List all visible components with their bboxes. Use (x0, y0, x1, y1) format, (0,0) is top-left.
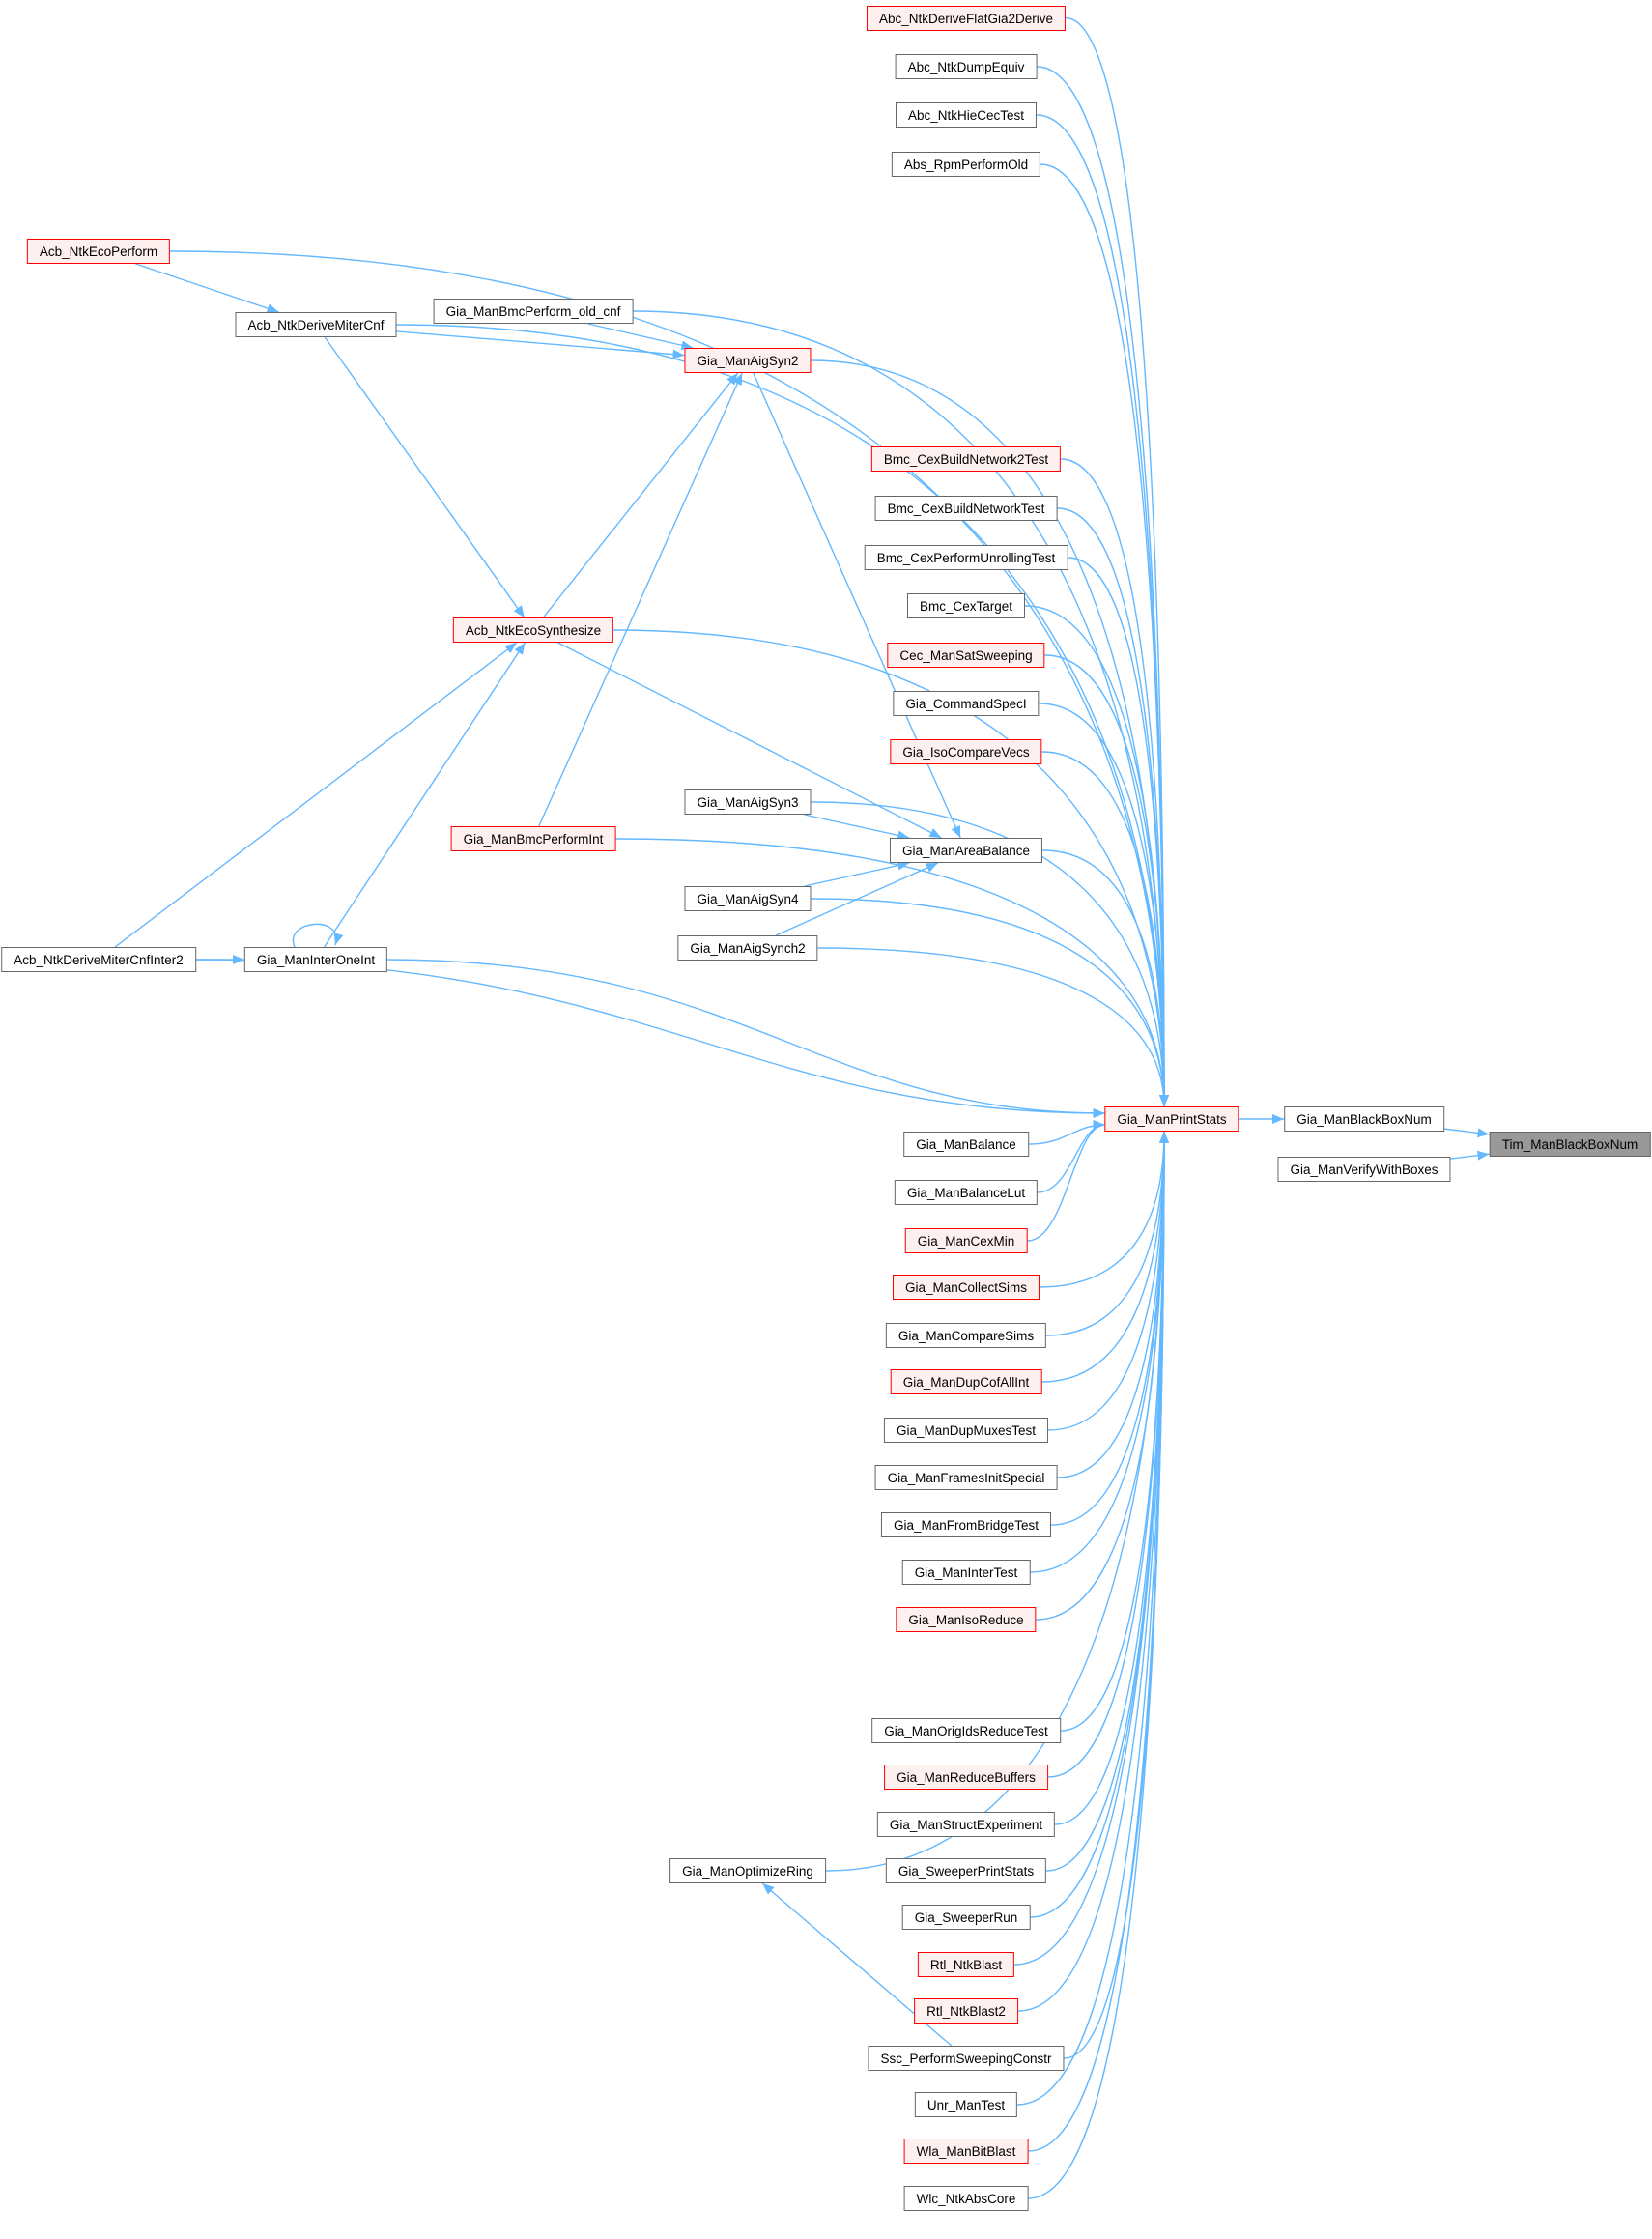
call-edge (1045, 1131, 1169, 1872)
graph-node[interactable]: Gia_ManFromBridgeTest (880, 1512, 1052, 1537)
graph-node[interactable]: Gia_ManCompareSims (885, 1323, 1047, 1348)
call-edge (114, 642, 518, 948)
graph-node[interactable]: Gia_ManDupMuxesTest (883, 1418, 1049, 1443)
graph-node[interactable]: Bmc_CexBuildNetworkTest (874, 496, 1058, 521)
call-edge (1450, 1150, 1490, 1161)
graph-node[interactable]: Gia_ManOptimizeRing (669, 1858, 826, 1883)
call-edge (1443, 1128, 1490, 1138)
graph-node[interactable]: Gia_ManOrigIdsReduceTest (871, 1718, 1061, 1743)
call-edge (1030, 1131, 1169, 1573)
call-edge (1047, 1131, 1169, 1431)
call-edge (542, 372, 739, 618)
graph-node[interactable]: Gia_ManAigSyn4 (684, 886, 812, 911)
graph-node[interactable]: Gia_ManCollectSims (892, 1275, 1040, 1300)
graph-node[interactable]: Gia_ManStructExperiment (876, 1812, 1056, 1837)
graph-node[interactable]: Gia_ManInterTest (901, 1560, 1031, 1585)
call-edge (1057, 507, 1169, 1107)
graph-node[interactable]: Abc_NtkHieCecTest (895, 102, 1038, 128)
call-edge (1050, 1131, 1169, 1526)
graph-node[interactable]: Gia_ManAreaBalance (889, 838, 1043, 863)
graph-node[interactable]: Gia_ManAigSynch2 (677, 935, 818, 961)
call-edge (615, 838, 1169, 1107)
call-edge (1039, 1131, 1169, 1288)
graph-node[interactable]: Gia_ManBalanceLut (894, 1180, 1039, 1205)
graph-node[interactable]: Acb_NtkEcoPerform (26, 239, 171, 264)
call-edge (396, 330, 685, 359)
call-edge (386, 959, 1105, 1118)
graph-node[interactable]: Gia_SweeperRun (901, 1905, 1031, 1930)
call-edge (195, 959, 1105, 1118)
graph-node[interactable]: Abs_RpmPerformOld (891, 152, 1041, 177)
call-edge (324, 336, 526, 618)
call-edge (825, 1131, 1169, 1872)
graph-node[interactable]: Gia_ManIsoReduce (896, 1607, 1037, 1632)
call-edge (396, 324, 1169, 1107)
graph-node[interactable]: Gia_ManCexMin (904, 1228, 1028, 1253)
call-edge (538, 372, 743, 827)
graph-node[interactable]: Gia_CommandSpecI (893, 691, 1040, 716)
call-edge (1065, 16, 1169, 1107)
call-edge (811, 898, 1169, 1107)
call-edge (323, 642, 527, 948)
call-edge (817, 947, 1169, 1107)
call-edge (804, 860, 910, 887)
call-edge (135, 263, 279, 313)
graph-node[interactable]: Bmc_CexTarget (906, 593, 1026, 618)
call-edge (1039, 703, 1169, 1107)
graph-node[interactable]: Acb_NtkEcoSynthesize (452, 617, 614, 643)
call-edge (1036, 114, 1169, 1107)
call-edge (292, 923, 344, 948)
graph-node[interactable]: Wla_ManBitBlast (903, 2139, 1029, 2164)
call-edge (587, 323, 694, 351)
current-function-node: Tim_ManBlackBoxNum (1489, 1132, 1651, 1157)
graph-node[interactable]: Gia_ManBmcPerform_old_cnf (433, 299, 634, 324)
graph-node[interactable]: Gia_ManDupCofAllInt (890, 1369, 1042, 1394)
graph-node[interactable]: Gia_ManBlackBoxNum (1284, 1106, 1444, 1132)
call-edge (1037, 1120, 1105, 1193)
call-edge (1027, 1120, 1105, 1242)
graph-node[interactable]: Gia_ManInterOneInt (243, 947, 388, 972)
graph-node[interactable]: Rtl_NtkBlast (917, 1952, 1015, 1977)
call-edge (1028, 1131, 1169, 2199)
call-edge (804, 814, 910, 841)
graph-node[interactable]: Acb_NtkDeriveMiterCnf (235, 312, 397, 337)
graph-node[interactable]: Acb_NtkDeriveMiterCnfInter2 (1, 947, 196, 972)
graph-node[interactable]: Unr_ManTest (914, 2092, 1018, 2117)
call-edge (1040, 163, 1169, 1107)
graph-node[interactable]: Bmc_CexBuildNetwork2Test (870, 446, 1062, 472)
graph-node[interactable]: Ssc_PerformSweepingConstr (868, 2046, 1065, 2071)
call-edge (612, 629, 1169, 1107)
graph-node[interactable]: Cec_ManSatSweeping (887, 643, 1045, 668)
call-edge (1028, 1120, 1105, 1145)
graph-node[interactable]: Wlc_NtkAbsCore (903, 2186, 1029, 2211)
graph-node[interactable]: Gia_IsoCompareVecs (890, 739, 1042, 764)
graph-node[interactable]: Gia_ManReduceBuffers (884, 1765, 1048, 1790)
graph-node[interactable]: Gia_SweeperPrintStats (885, 1858, 1047, 1883)
call-edge (169, 250, 1169, 1107)
call-edge (1068, 557, 1169, 1107)
graph-node[interactable]: Gia_ManBmcPerformInt (450, 826, 616, 851)
graph-node[interactable]: Abc_NtkDumpEquiv (895, 54, 1038, 79)
call-edge (811, 801, 1169, 1107)
graph-node[interactable]: Gia_ManVerifyWithBoxes (1277, 1157, 1451, 1182)
call-edge (1045, 1131, 1169, 1336)
graph-node[interactable]: Gia_ManBalance (903, 1132, 1029, 1157)
graph-node[interactable]: Gia_ManAigSyn2 (684, 348, 812, 373)
graph-node[interactable]: Bmc_CexPerformUnrollingTest (864, 545, 1068, 570)
call-edge (1041, 1131, 1169, 1383)
call-edge (1041, 751, 1169, 1107)
call-edge (1041, 849, 1169, 1107)
graph-node[interactable]: Gia_ManAigSyn3 (684, 789, 812, 815)
graph-node[interactable]: Abc_NtkDeriveFlatGia2Derive (866, 5, 1067, 31)
graph-node[interactable]: Rtl_NtkBlast2 (914, 1998, 1018, 2024)
graph-node[interactable]: Gia_ManFramesInitSpecial (874, 1465, 1058, 1490)
graph-node[interactable]: Gia_ManPrintStats (1104, 1106, 1239, 1132)
